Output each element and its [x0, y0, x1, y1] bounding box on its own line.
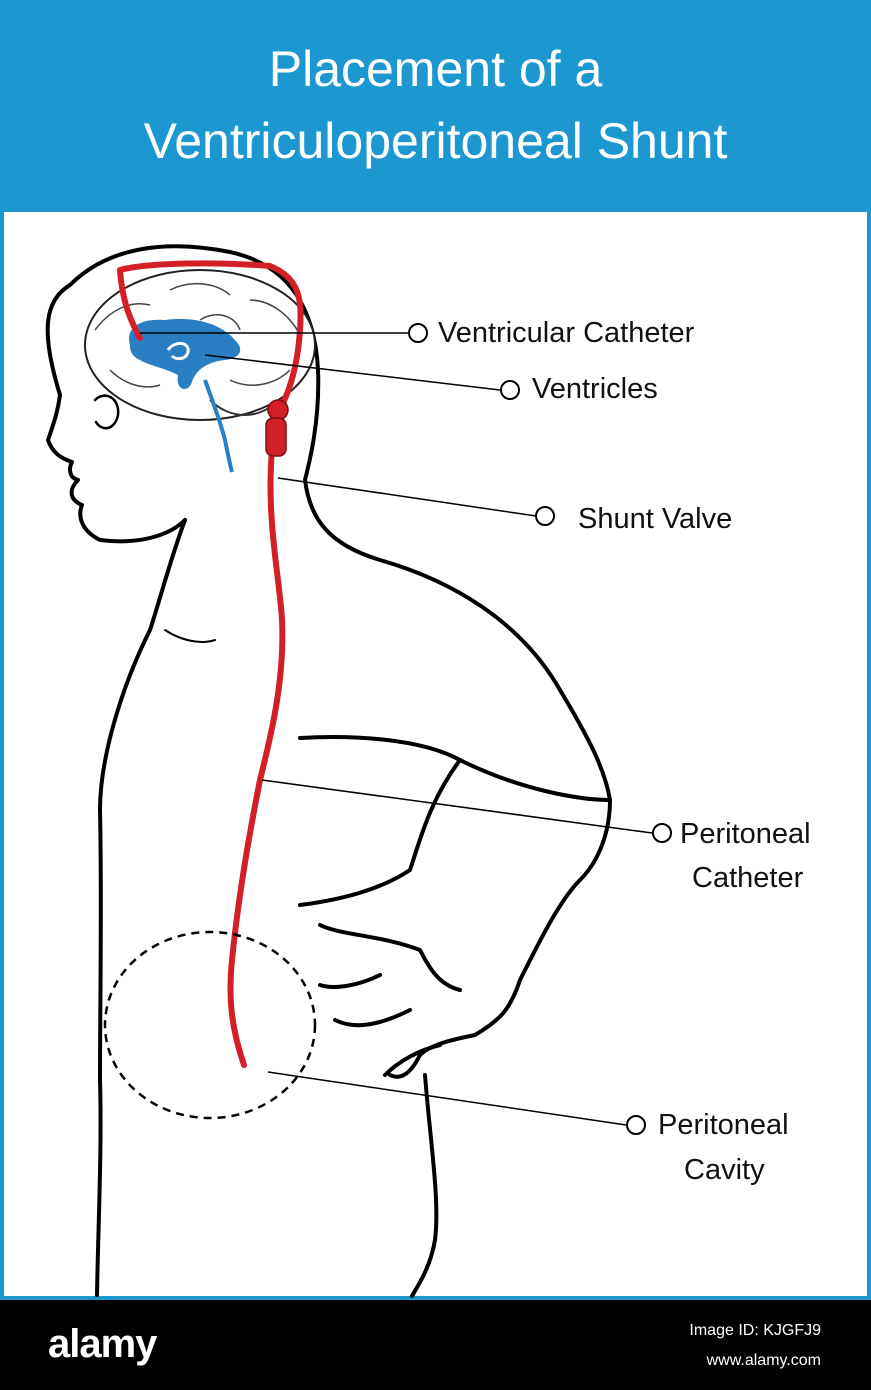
label-peritoneal-cavity-line2: Cavity: [684, 1154, 765, 1186]
ventricles-shape: [129, 318, 241, 390]
shunt-catheter: [117, 260, 304, 1068]
leader-lines: [140, 323, 672, 1135]
label-shunt-valve: Shunt Valve: [578, 503, 733, 535]
title-banner: Placement of a Ventriculoperitoneal Shun…: [0, 0, 871, 212]
alamy-logo: alamy: [48, 1322, 157, 1366]
label-ventricular-catheter: Ventricular Catheter: [438, 317, 695, 349]
label-ventricles: Ventricles: [532, 373, 658, 405]
brain: [84, 269, 316, 473]
stock-footer: alamy Image ID: KJGFJ9 www.alamy.com: [0, 1300, 871, 1390]
frame-bottom-border: [0, 1296, 871, 1300]
peritoneal-cavity-circle: [103, 930, 317, 1120]
diagram-canvas: Placement of a Ventriculoperitoneal Shun…: [0, 0, 871, 1300]
label-peritoneal-catheter-line1: Peritoneal: [680, 818, 811, 850]
shunt-illustration: [45, 244, 672, 1298]
label-peritoneal-catheter-line2: Catheter: [692, 862, 804, 894]
shunt-valve: [265, 399, 289, 457]
title-line-1: Placement of a: [268, 41, 603, 97]
frame-right-border: [867, 212, 871, 1300]
title-line-2: Ventriculoperitoneal Shunt: [143, 113, 728, 169]
frame-left-border: [0, 212, 4, 1300]
footer-url: www.alamy.com: [706, 1352, 821, 1369]
label-peritoneal-cavity-line1: Peritoneal: [658, 1109, 789, 1141]
body-outline: [45, 244, 612, 1298]
image-id: Image ID: KJGFJ9: [689, 1322, 821, 1339]
